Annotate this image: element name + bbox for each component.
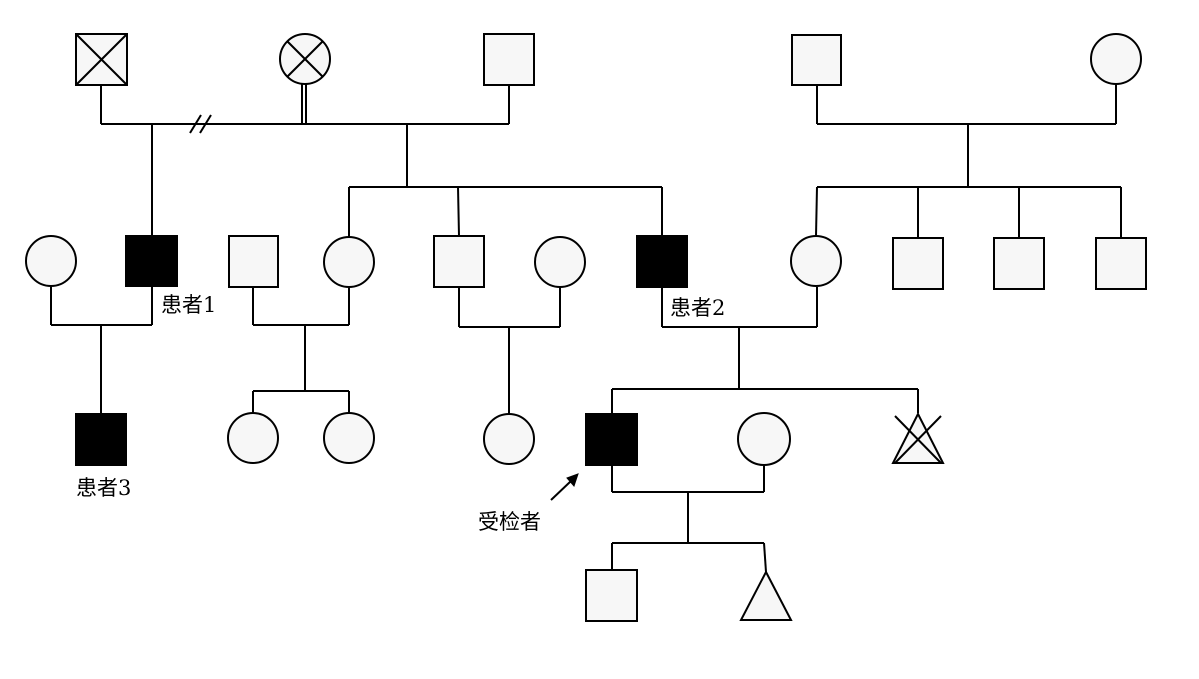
unaffected-male [433, 235, 485, 288]
affected-male-patient1 [125, 235, 178, 287]
unaffected-female [323, 236, 375, 288]
label-patient2: 患者2 [670, 296, 725, 320]
divorce-slash-1 [189, 114, 202, 134]
unaffected-male [1095, 237, 1147, 290]
proband-arrow [550, 473, 579, 501]
affected-male-patient3 [75, 413, 127, 466]
divorce-slash-2 [199, 114, 212, 134]
line-right-sib-female [815, 186, 818, 237]
deceased-pregnancy [891, 411, 945, 464]
unaffected-male [585, 569, 638, 622]
line-sib-male [457, 186, 460, 237]
unaffected-male [993, 237, 1045, 290]
unaffected-female [323, 412, 375, 464]
unaffected-male [483, 33, 535, 86]
unaffected-female [483, 413, 535, 465]
label-patient3: 患者3 [76, 476, 131, 500]
deceased-female [279, 33, 331, 85]
connection-lines [50, 83, 1122, 573]
unaffected-female [790, 235, 842, 287]
affected-male-proband [585, 413, 638, 466]
unaffected-female [25, 235, 77, 287]
unaffected-female [227, 412, 279, 464]
pregnancy-triangle [739, 569, 793, 621]
unaffected-male [892, 237, 944, 290]
unaffected-female [737, 412, 791, 466]
unaffected-male [791, 34, 842, 86]
line-c5-child-pregnancy [763, 542, 767, 573]
deceased-male [75, 33, 128, 86]
label-proband: 受检者 [478, 510, 541, 534]
unaffected-female [1090, 33, 1142, 85]
unaffected-male [228, 235, 279, 288]
unaffected-female [534, 236, 586, 288]
label-patient1: 患者1 [161, 293, 216, 317]
affected-male-patient2 [636, 235, 688, 288]
